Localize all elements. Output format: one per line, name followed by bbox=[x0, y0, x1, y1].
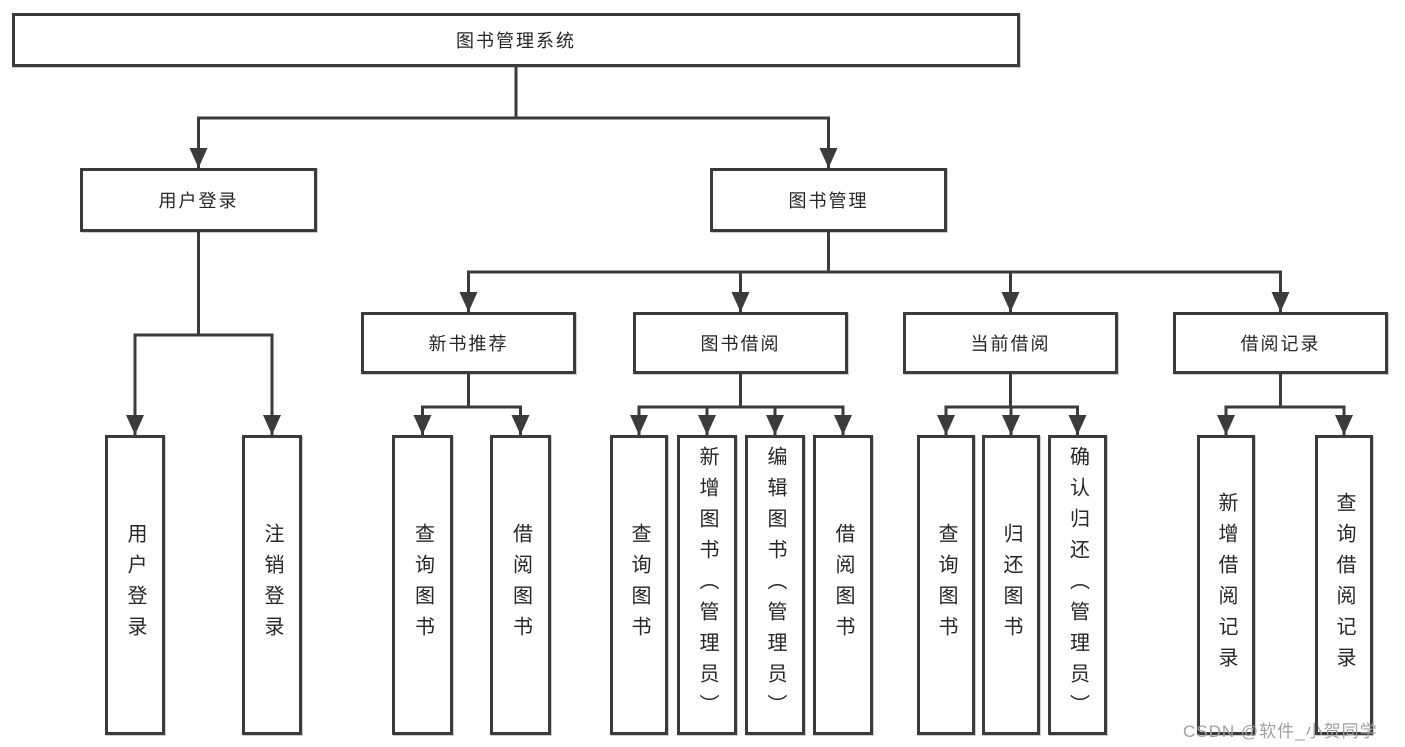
node-borrowing-records: 借阅记录 bbox=[1173, 312, 1388, 374]
leaf-query-books-borrowing: 查询图书 bbox=[610, 435, 668, 735]
csdn-watermark: CSDN @软件_小贺同学 bbox=[1183, 722, 1378, 741]
leaf-borrow-books-recommend: 借阅图书 bbox=[490, 435, 551, 735]
node-label: 编辑图书（管理员） bbox=[764, 445, 786, 725]
leaf-logout: 注销登录 bbox=[242, 435, 302, 735]
node-label: 用户登录 bbox=[124, 523, 146, 647]
node-label: 新书推荐 bbox=[428, 334, 509, 354]
leaf-user-login: 用户登录 bbox=[105, 435, 165, 735]
leaf-query-books-current: 查询图书 bbox=[917, 435, 975, 735]
node-label: 图书管理 bbox=[788, 191, 869, 211]
node-book-borrowing: 图书借阅 bbox=[633, 312, 848, 374]
node-user-login: 用户登录 bbox=[80, 168, 317, 232]
node-label: 当前借阅 bbox=[970, 334, 1051, 354]
leaf-confirm-return-admin: 确认归还（管理员） bbox=[1048, 435, 1107, 735]
leaf-query-books-recommend: 查询图书 bbox=[392, 435, 453, 735]
leaf-add-borrow-record: 新增借阅记录 bbox=[1197, 435, 1255, 735]
leaf-borrow-books: 借阅图书 bbox=[813, 435, 873, 735]
node-current-borrowing: 当前借阅 bbox=[903, 312, 1118, 374]
node-label: 确认归还（管理员） bbox=[1066, 445, 1089, 725]
node-library-management-system: 图书管理系统 bbox=[12, 13, 1020, 67]
leaf-add-books-admin: 新增图书（管理员） bbox=[677, 435, 737, 735]
node-label: 借阅图书 bbox=[509, 523, 532, 647]
node-label: 借阅图书 bbox=[832, 523, 854, 647]
node-label: 借阅记录 bbox=[1240, 334, 1321, 354]
node-label: 注销登录 bbox=[261, 523, 283, 647]
leaf-return-books: 归还图书 bbox=[982, 435, 1040, 735]
node-label: 查询图书 bbox=[411, 523, 434, 647]
node-label: 图书管理系统 bbox=[456, 31, 576, 51]
node-label: 新增图书（管理员） bbox=[696, 445, 718, 725]
leaf-query-borrow-record: 查询借阅记录 bbox=[1315, 435, 1373, 735]
node-label: 用户登录 bbox=[158, 191, 239, 211]
leaf-edit-books-admin: 编辑图书（管理员） bbox=[745, 435, 805, 735]
node-label: 查询图书 bbox=[628, 523, 650, 647]
node-new-book-recommendation: 新书推荐 bbox=[361, 312, 576, 374]
node-label: 图书借阅 bbox=[700, 334, 781, 354]
node-book-management: 图书管理 bbox=[710, 168, 947, 232]
node-label: 查询图书 bbox=[935, 523, 957, 647]
node-label: 归还图书 bbox=[1000, 523, 1022, 647]
node-label: 新增借阅记录 bbox=[1215, 492, 1237, 678]
node-label: 查询借阅记录 bbox=[1333, 492, 1355, 678]
